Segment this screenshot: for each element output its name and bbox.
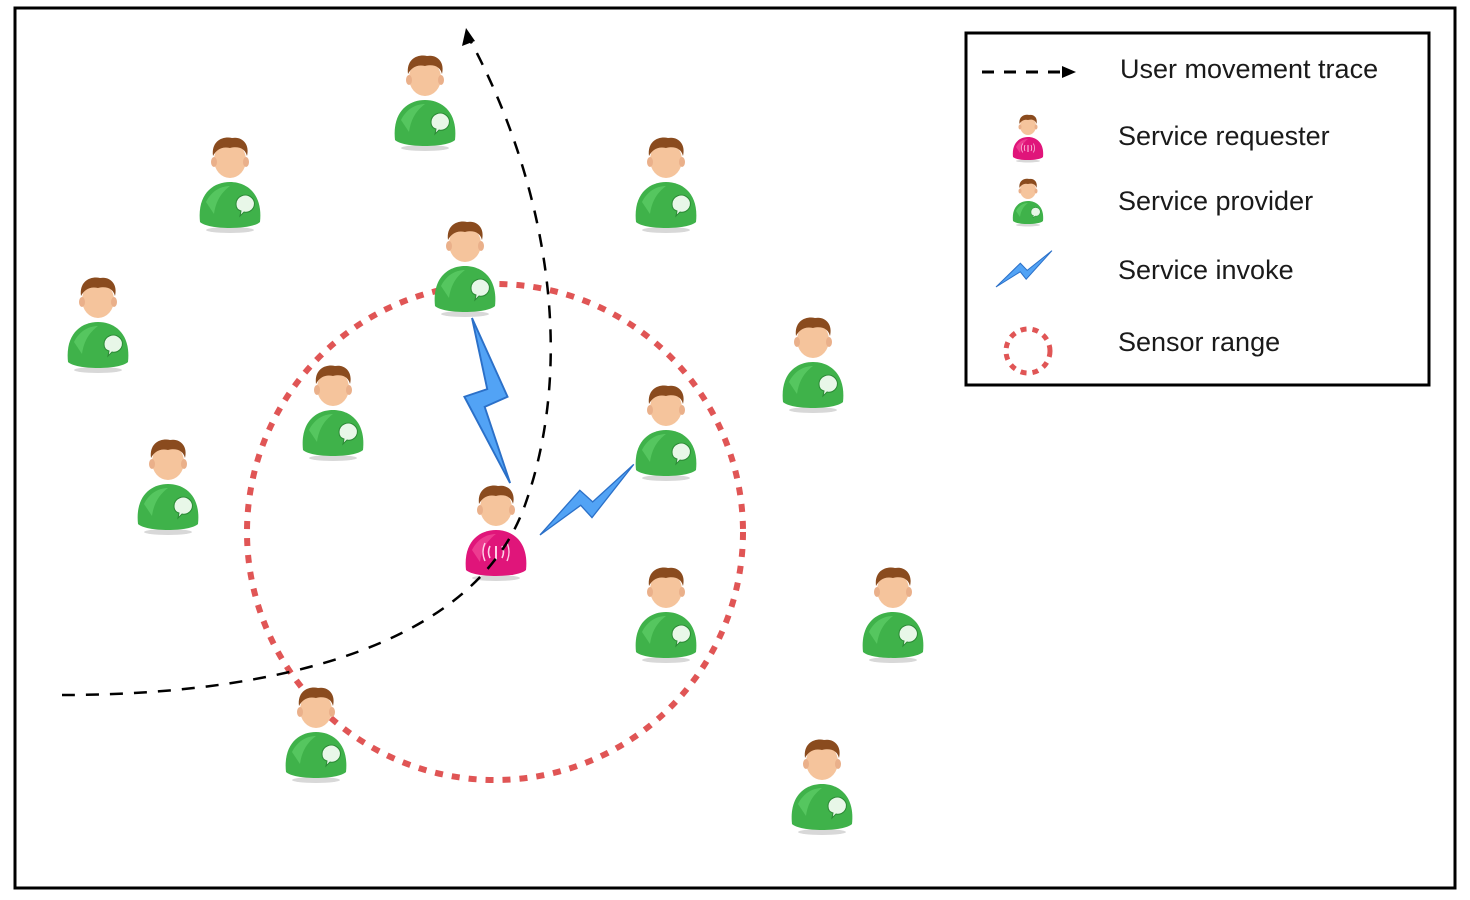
sensor-range-circle	[244, 281, 746, 783]
legend-arrow-icon	[1062, 66, 1076, 78]
legend-box	[964, 31, 1431, 387]
movement-arrowhead	[462, 28, 475, 46]
diagram-frame	[13, 6, 1457, 890]
legend-label-provider: Service provider	[1118, 186, 1313, 216]
invoke-bolt-diagonal	[528, 463, 648, 541]
legend-label-range: Sensor range	[1118, 327, 1280, 357]
legend: User movement trace Service requester Se…	[964, 31, 1431, 387]
invoke-bolt-vertical	[463, 317, 512, 485]
legend-label-invoke: Service invoke	[1118, 255, 1294, 285]
movement-trace	[61, 39, 552, 697]
requester-icon	[464, 484, 528, 582]
legend-label-trace: User movement trace	[1120, 54, 1378, 84]
legend-label-requester: Service requester	[1118, 121, 1330, 151]
legend-range-icon	[1003, 326, 1053, 376]
